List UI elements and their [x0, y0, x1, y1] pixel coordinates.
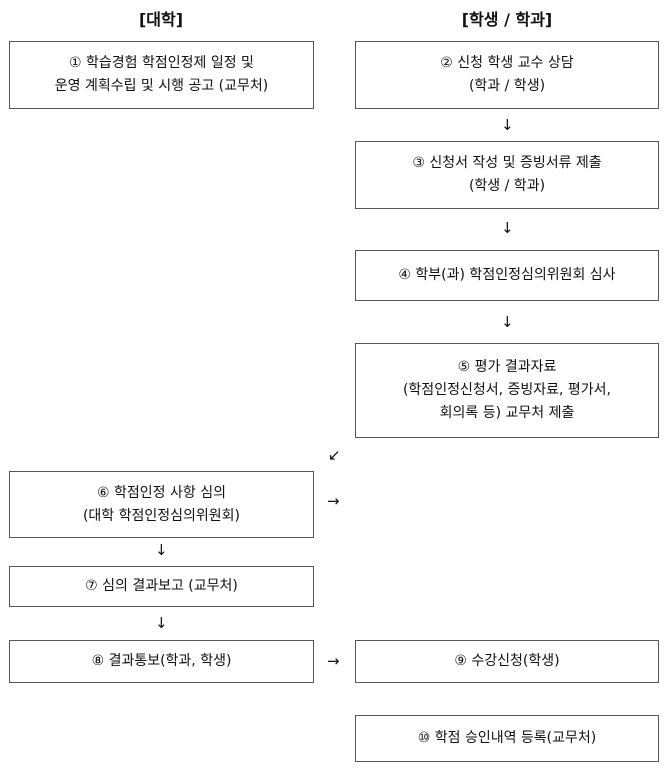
arrow-right-icon: →	[327, 652, 340, 670]
step-line: 운영 계획수립 및 시행 공고 (교무처)	[54, 78, 269, 94]
step-9-box: ⑨ 수강신청(학생)	[355, 640, 659, 683]
step-line: ⑧ 결과통보(학과, 학생)	[91, 653, 232, 669]
step-4-box: ④ 학부(과) 학점인정심의위원회 심사	[355, 250, 659, 301]
step-2-box: ② 신청 학생 교수 상담 (학과 / 학생)	[355, 41, 659, 109]
step-line: (학과 / 학생)	[468, 78, 546, 94]
step-line: ⑤ 평가 결과자료	[457, 359, 557, 375]
step-line: (학생 / 학과)	[468, 178, 546, 194]
step-line: ② 신청 학생 교수 상담	[440, 55, 574, 71]
step-10-box: ⑩ 학점 승인내역 등록(교무처)	[355, 715, 659, 762]
arrow-down-icon: ↓	[155, 541, 168, 559]
step-line: ③ 신청서 작성 및 증빙서류 제출	[412, 155, 602, 171]
arrow-down-icon: ↓	[501, 219, 514, 237]
arrow-right-icon: →	[327, 492, 340, 510]
step-line: ① 학습경험 학점인정제 일정 및	[69, 55, 254, 71]
arrow-down-icon: ↓	[501, 116, 514, 134]
step-line: ⑥ 학점인정 사항 심의	[97, 484, 226, 501]
step-7-box: ⑦ 심의 결과보고 (교무처)	[9, 566, 314, 607]
step-line: (학점인정신청서, 증빙자료, 평가서,	[402, 382, 612, 398]
step-line: ⑨ 수강신청(학생)	[454, 653, 560, 669]
step-6-box: ⑥ 학점인정 사항 심의 (대학 학점인정심의위원회)	[9, 471, 314, 538]
header-student-dept: [학생 / 학과]	[461, 10, 553, 29]
step-3-box: ③ 신청서 작성 및 증빙서류 제출 (학생 / 학과)	[355, 141, 659, 209]
step-line: (대학 학점인정심의위원회)	[82, 507, 241, 524]
step-line: ④ 학부(과) 학점인정심의위원회 심사	[398, 267, 616, 283]
step-8-box: ⑧ 결과통보(학과, 학생)	[9, 640, 314, 683]
arrow-down-icon: ↓	[501, 313, 514, 331]
arrow-down-left-icon: ↙	[328, 446, 341, 464]
step-5-box: ⑤ 평가 결과자료 (학점인정신청서, 증빙자료, 평가서, 회의록 등) 교무처 …	[355, 343, 659, 438]
arrow-down-icon: ↓	[155, 614, 168, 632]
step-line: ⑦ 심의 결과보고 (교무처)	[85, 578, 238, 594]
header-university: [대학]	[138, 10, 184, 29]
step-line: ⑩ 학점 승인내역 등록(교무처)	[417, 730, 597, 746]
step-line: 회의록 등) 교무처 제출	[439, 405, 575, 421]
